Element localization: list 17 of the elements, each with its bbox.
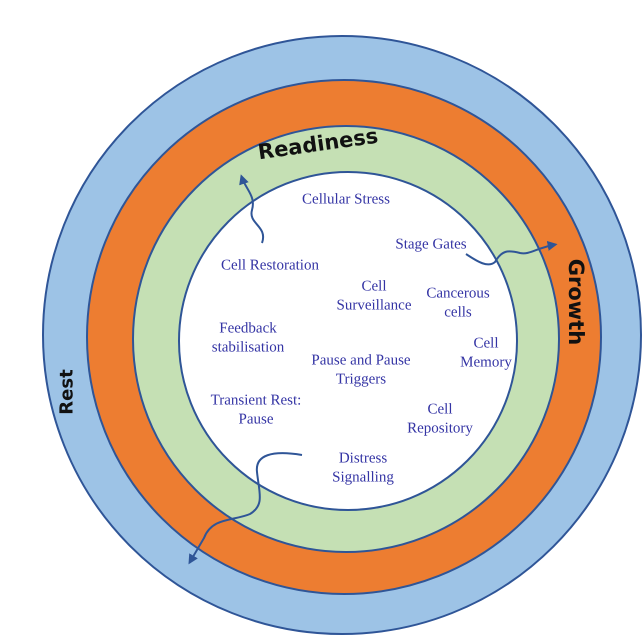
ring-label: Growth	[564, 258, 588, 346]
concept-text: Cell Restoration	[220, 256, 320, 276]
concept-text: Transient Rest: Pause	[210, 391, 302, 429]
concept-text: Cancerous cells	[425, 284, 491, 322]
concept-text: Pause and Pause Triggers	[311, 351, 411, 389]
wavy-arrow	[240, 174, 264, 244]
concept-text: Feedback stabilisation	[210, 319, 286, 357]
concept-text: Stage Gates	[381, 236, 481, 254]
wavy-arrow	[188, 452, 302, 564]
concept-text: Cellular Stress	[301, 190, 391, 210]
ring-label: Rest	[56, 369, 78, 415]
concept-text: Cell Repository	[406, 400, 474, 438]
concept-text: Distress Signalling	[313, 449, 413, 487]
concept-text: Cell Surveillance	[336, 277, 412, 315]
concept-text: Cell Memory	[459, 334, 513, 372]
wavy-arrow	[465, 241, 558, 266]
ring-label: Readiness	[256, 124, 380, 164]
